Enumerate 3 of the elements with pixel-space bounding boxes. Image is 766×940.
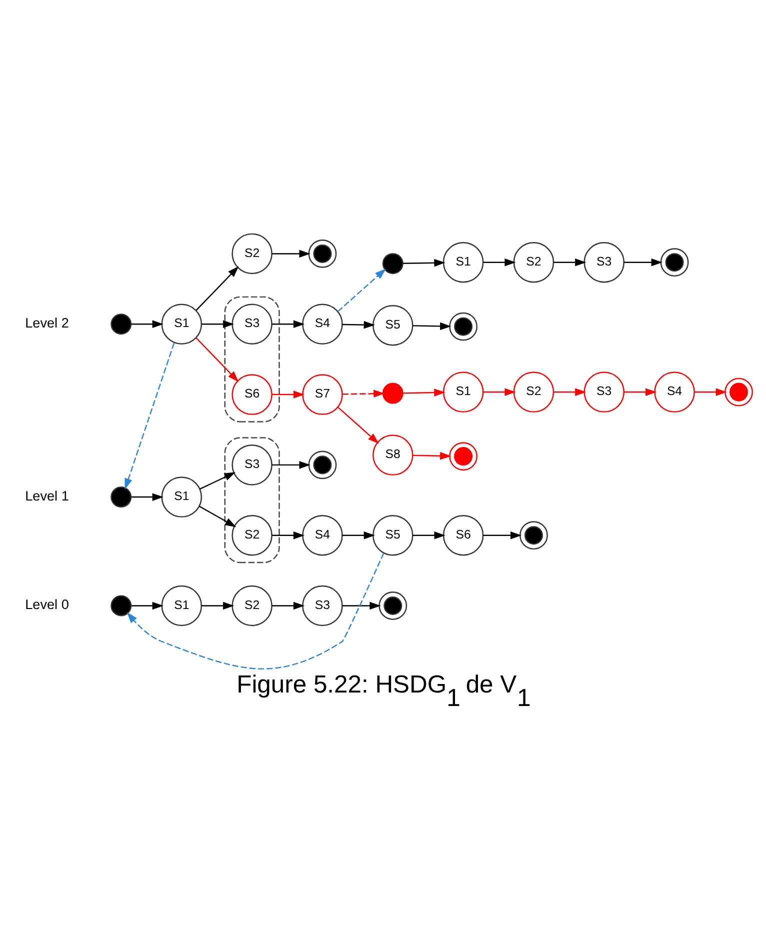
label: Level 0: [25, 597, 69, 612]
label: Level 1: [25, 488, 69, 504]
label: Level 2: [25, 316, 69, 331]
